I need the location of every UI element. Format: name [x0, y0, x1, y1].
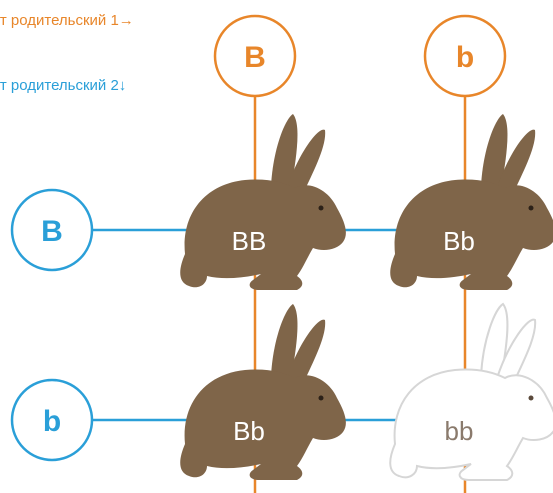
rabbit-eye	[318, 395, 324, 401]
gamete-label: b	[456, 41, 474, 74]
rabbit-eye	[318, 205, 324, 211]
gamete-label: B	[244, 41, 266, 74]
offspring-bb-rabbit: Bb	[390, 114, 553, 290]
genotype-label: bb	[445, 416, 474, 446]
gamete-label: B	[41, 215, 63, 248]
offspring-bb-rabbit: Bb	[180, 304, 346, 480]
genotype-label: Bb	[233, 416, 265, 446]
parent1-gamete-b: b	[423, 14, 507, 98]
parent2-gamete-b: b	[10, 378, 94, 462]
parent2-caption: ет родительский 2↓	[0, 77, 127, 94]
rabbit-icon	[180, 114, 346, 290]
gamete-label: b	[43, 405, 61, 438]
parent1-gamete-B: B	[213, 14, 297, 98]
rabbit-eye	[528, 395, 534, 401]
offspring-bb-rabbit: bb	[389, 303, 553, 481]
parent1-caption: ет родительский 1→	[0, 12, 134, 29]
offspring-bb-rabbit: BB	[180, 114, 346, 290]
genotype-label: BB	[232, 226, 267, 256]
rabbit-eye	[528, 205, 534, 211]
rabbit-icon	[389, 303, 553, 481]
genotype-label: Bb	[443, 226, 475, 256]
parent2-gamete-B: B	[10, 188, 94, 272]
rabbit-icon	[180, 304, 346, 480]
rabbit-icon	[390, 114, 553, 290]
